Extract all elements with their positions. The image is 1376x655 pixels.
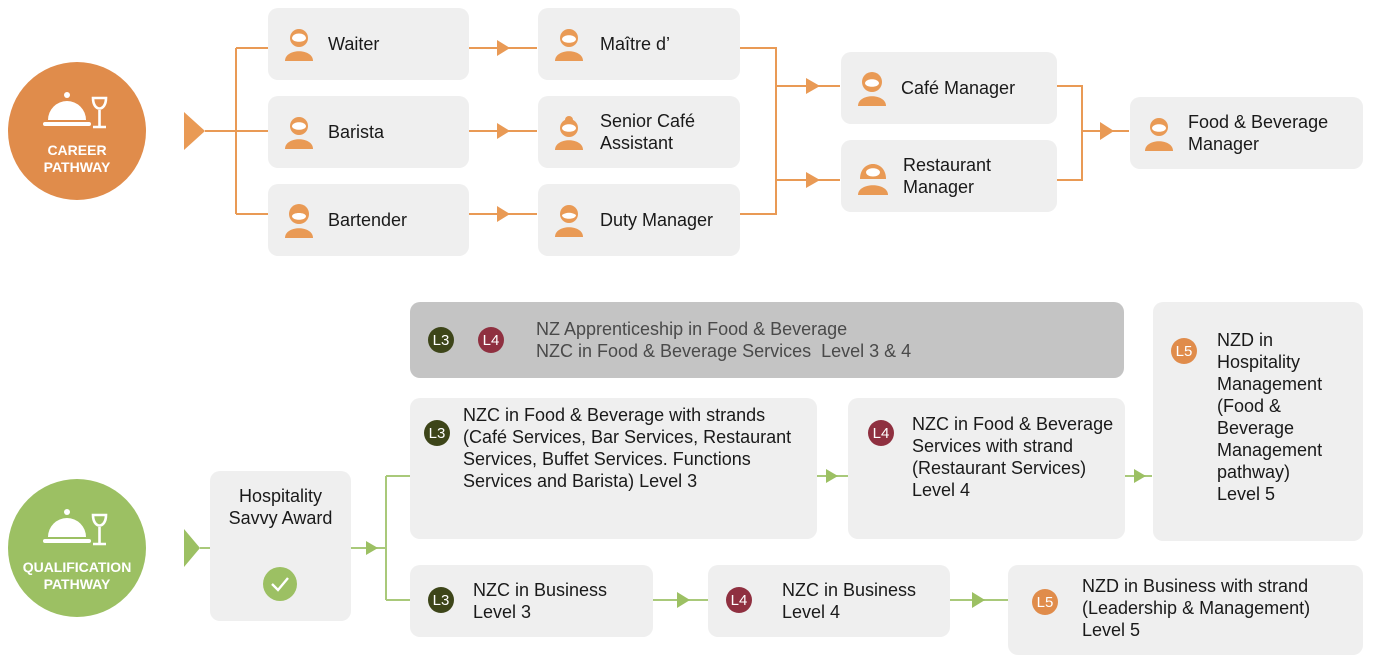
role-label: Maître d’ (600, 34, 671, 54)
level-4-badge: L4 (726, 587, 752, 613)
role-label: Duty Manager (600, 210, 714, 230)
cloche-wine-icon (43, 509, 108, 546)
card-hospitality-savvy-award: Hospitality Savvy Award (210, 471, 351, 621)
apprenticeship-subtitle: NZC in Food & Beverage Services Level 3 … (536, 341, 912, 361)
checkmark-icon (263, 567, 297, 601)
level-3-badge: L3 (424, 420, 450, 446)
card-maitre-d: Maître d’ (538, 8, 740, 80)
role-label: Barista (328, 122, 385, 142)
card-food-beverage-manager: Food & Beverage Manager (1130, 97, 1363, 169)
card-waiter: Waiter (268, 8, 469, 80)
card-barista: Barista (268, 96, 469, 168)
apprenticeship-band: L3 L4 NZ Apprenticeship in Food & Bevera… (410, 302, 1124, 378)
card-nzd-hospitality-management: L5 NZD in Hospitality Management (Food &… (1153, 302, 1363, 541)
qualification-text: NZC in Business Level 3 (473, 580, 608, 622)
card-nzc-food-beverage-l3: L3 NZC in Food & Beverage with strands (… (410, 398, 817, 539)
apprenticeship-title: NZ Apprenticeship in Food & Beverage (536, 319, 848, 339)
career-pathway-circle: CAREER PATHWAY (8, 62, 146, 200)
savvy-award-label: Hospitality Savvy Award (228, 486, 333, 528)
person-icon (555, 116, 583, 150)
card-nzd-business-l5: L5 NZD in Business with strand (Leadersh… (1008, 565, 1363, 655)
level-5-badge: L5 (1032, 589, 1058, 615)
person-icon (1145, 118, 1173, 151)
career-main-arrow (184, 112, 205, 150)
level-3-badge: L3 (428, 587, 454, 613)
qualification-text: NZD in Hospitality Management (Food & Be… (1217, 330, 1323, 504)
qualification-pathway-label: QUALIFICATION PATHWAY (22, 559, 132, 592)
person-icon (858, 72, 886, 106)
qualification-text: NZC in Food & Beverage Services with str… (912, 414, 1114, 500)
role-label: Bartender (328, 210, 408, 230)
person-icon (285, 29, 313, 61)
card-nzc-business-l4: L4 NZC in Business Level 4 (708, 565, 950, 637)
qualification-text: NZC in Food & Beverage with strands (Caf… (463, 405, 792, 491)
qualification-pathway-circle: QUALIFICATION PATHWAY (8, 479, 146, 617)
person-icon (555, 205, 583, 237)
level-4-badge: L4 (868, 420, 894, 446)
person-icon (555, 29, 583, 61)
person-icon (858, 164, 888, 195)
card-cafe-manager: Café Manager (841, 52, 1057, 124)
level-5-badge: L5 (1171, 338, 1197, 364)
career-pathway-label: CAREER PATHWAY (43, 142, 111, 175)
qualification-text: NZC in Business Level 4 (782, 580, 917, 622)
card-restaurant-manager: Restaurant Manager (841, 140, 1057, 212)
qualification-text: NZD in Business with strand (Leadership … (1082, 576, 1311, 640)
level-4-badge: L4 (478, 327, 504, 353)
role-label: Food & Beverage Manager (1188, 112, 1329, 154)
card-senior-cafe-assistant: Senior Café Assistant (538, 96, 740, 168)
card-nzc-food-beverage-l4: L4 NZC in Food & Beverage Services with … (848, 398, 1125, 539)
card-bartender: Bartender (268, 184, 469, 256)
person-icon (285, 117, 313, 149)
person-icon (285, 204, 313, 238)
role-label: Restaurant Manager (903, 155, 992, 197)
card-duty-manager: Duty Manager (538, 184, 740, 256)
card-nzc-business-l3: L3 NZC in Business Level 3 (410, 565, 653, 637)
role-label: Café Manager (901, 78, 1016, 98)
cloche-wine-icon (43, 92, 108, 129)
role-label: Waiter (328, 34, 380, 54)
role-label: Senior Café Assistant (600, 111, 696, 153)
level-3-badge: L3 (428, 327, 454, 353)
